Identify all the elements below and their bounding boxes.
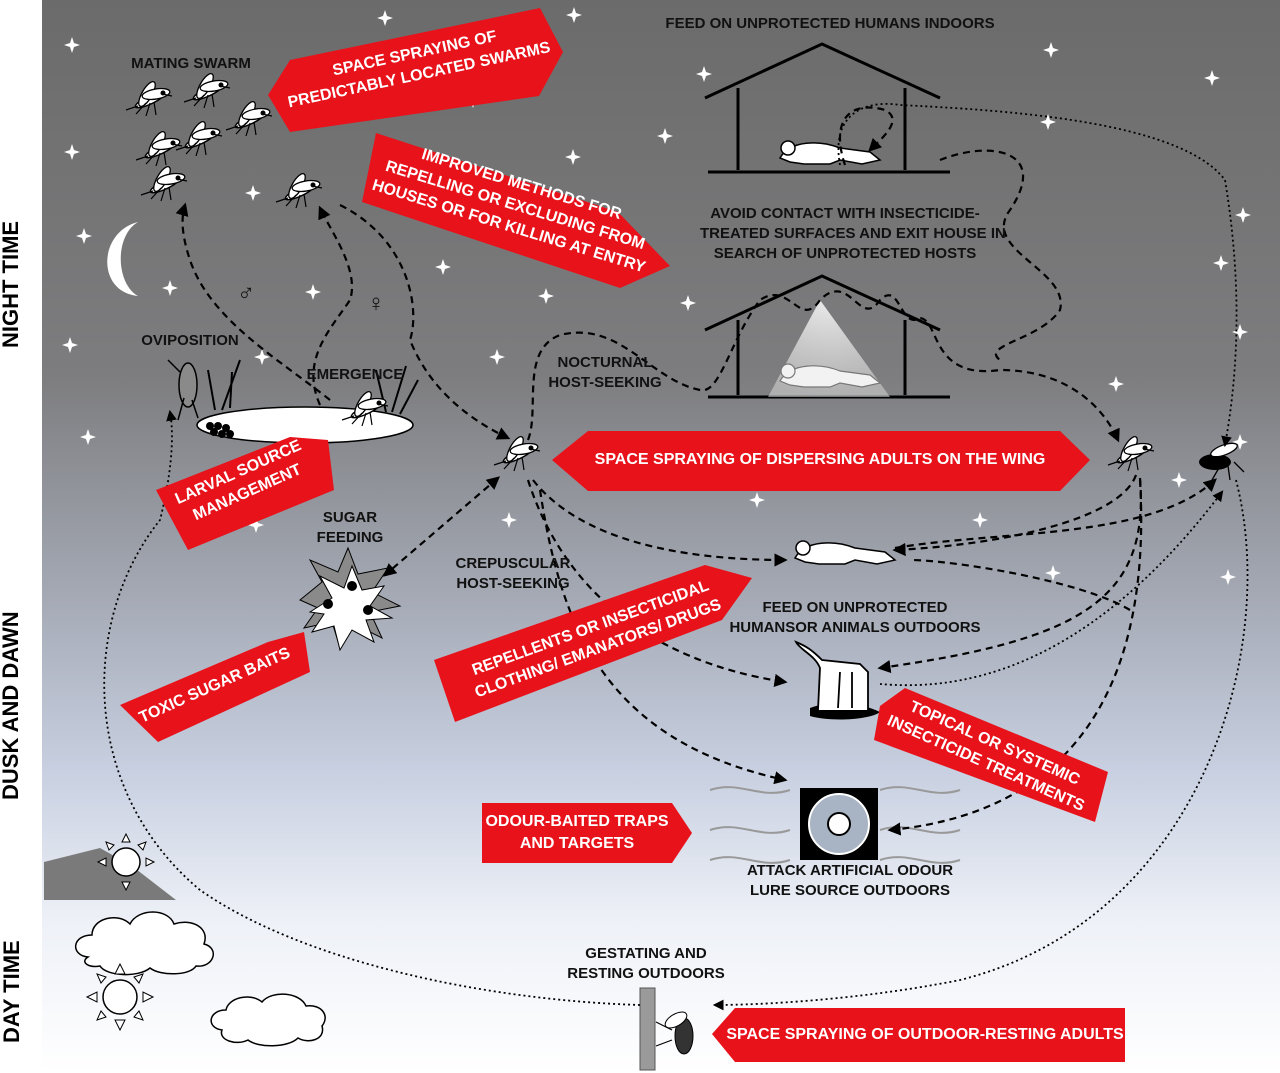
cloud-icon: [75, 911, 214, 976]
hill-icon: [44, 832, 176, 900]
intervention-shapes: [120, 8, 1125, 1062]
mosquito-icon: [167, 359, 199, 421]
label-emergence: EMERGENCE: [306, 366, 404, 383]
male-symbol: ♂: [237, 280, 255, 307]
label-crepuscular: CREPUSCULAR HOST-SEEKING: [455, 555, 571, 592]
human-figure-icon: [793, 540, 897, 565]
odour-trap-icon: [709, 786, 961, 864]
side-label-night: NIGHT TIME: [0, 220, 23, 348]
label-gestating: GESTATING AND RESTING OUTDOORS: [567, 945, 725, 982]
resting-post: [639, 987, 694, 1071]
moon-icon: [107, 222, 138, 296]
intervention-odour-traps: ODOUR-BAITED TRAPS AND TARGETS: [485, 813, 669, 852]
female-symbol: ♀: [367, 290, 385, 317]
flow-arrows: [175, 106, 1217, 836]
intervention-dispersing-spraying: SPACE SPRAYING OF DISPERSING ADULTS ON T…: [594, 451, 1046, 468]
label-avoid-contact: AVOID CONTACT WITH INSECTICIDE- TREATED …: [700, 205, 1006, 262]
house-icon: [704, 42, 950, 174]
label-oviposition: OVIPOSITION: [141, 332, 239, 349]
human-figure-icon: [779, 363, 882, 388]
label-mating-swarm: MATING SWARM: [131, 55, 251, 72]
sky-background: [42, 0, 1280, 1073]
side-margin: [0, 0, 42, 1073]
intervention-outdoor-resting: SPACE SPRAYING OF OUTDOOR-RESTING ADULTS: [726, 1026, 1124, 1043]
flower-icon: [299, 546, 402, 652]
label-feed-outdoors: FEED ON UNPROTECTED HUMANSOR ANIMALS OUT…: [729, 599, 981, 636]
goat-icon: [794, 640, 880, 720]
cloud-icon: [210, 993, 326, 1047]
side-label-day: DAY TIME: [0, 940, 24, 1043]
label-attack-lure: ATTACK ARTIFICIAL ODOUR LURE SOURCE OUTD…: [746, 862, 954, 899]
sun-icon: [85, 962, 155, 1032]
human-figure-icon: [778, 140, 882, 165]
label-feed-indoors: FEED ON UNPROTECTED HUMANS INDOORS: [665, 15, 995, 32]
label-sugar-feeding: SUGAR FEEDING: [316, 509, 384, 546]
mosquito-icon: [1199, 442, 1245, 481]
label-nocturnal: NOCTURNAL HOST-SEEKING: [548, 354, 662, 391]
side-label-dusk: DUSK AND DAWN: [0, 611, 23, 800]
sun-icon: [96, 832, 156, 892]
